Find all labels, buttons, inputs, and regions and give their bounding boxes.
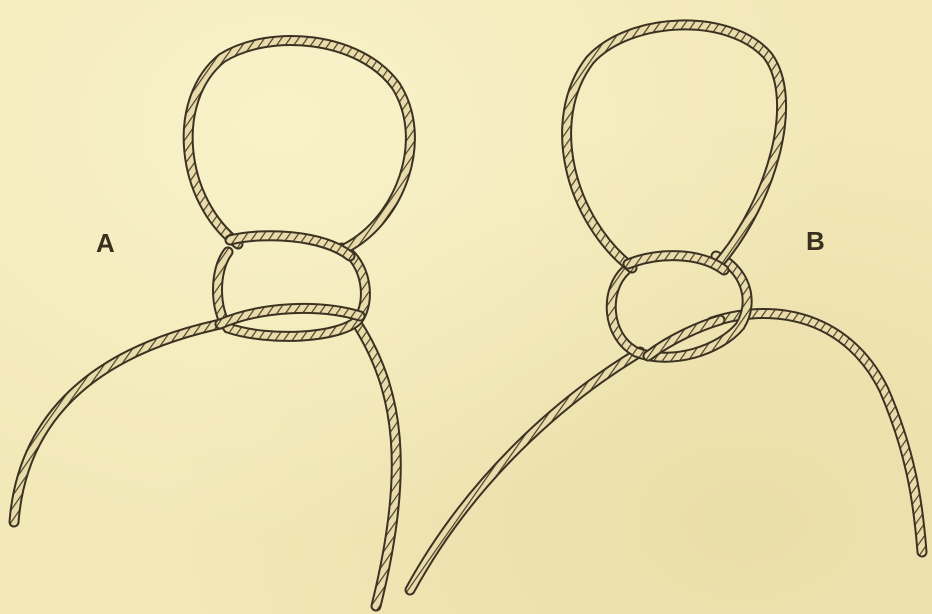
rope-a-upper-crossing	[230, 236, 350, 256]
knot-figure-b	[410, 25, 922, 590]
rope-b-upper-crossing	[628, 256, 724, 270]
rope-b-right-end	[712, 313, 922, 552]
rope-a-right-end	[356, 322, 396, 606]
figure-label-a: A	[96, 230, 115, 256]
rope-b-main-loop	[567, 25, 782, 268]
rope-a-collar-loop	[218, 248, 366, 336]
figure-label-b: B	[806, 228, 825, 254]
rope-a-left-end	[14, 322, 230, 522]
rope-b-left-end	[410, 352, 640, 590]
knot-figure-a	[14, 40, 410, 606]
rope-a-main-loop	[188, 40, 410, 248]
rope-a-lower-crossing	[220, 308, 360, 324]
